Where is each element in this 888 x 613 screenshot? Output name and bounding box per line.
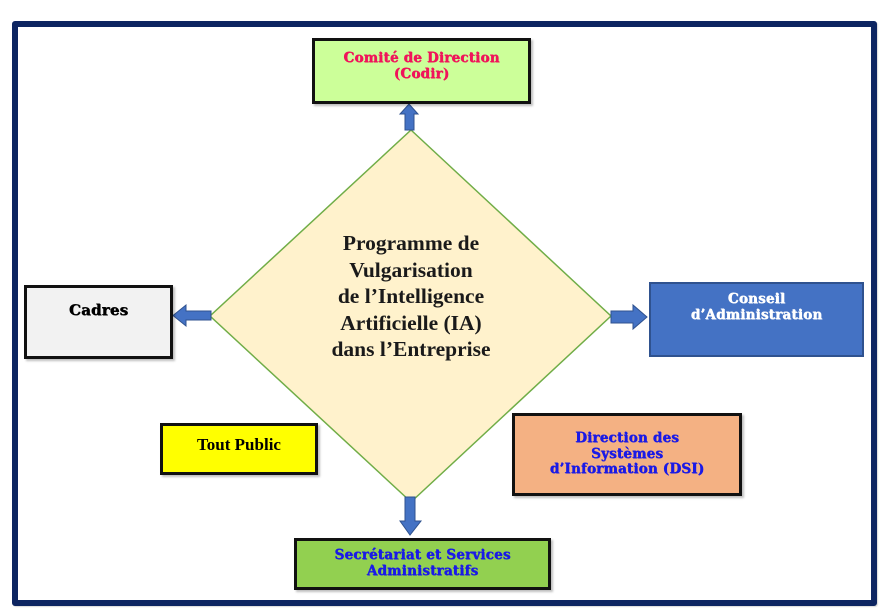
node-label-line: d’Administration [690, 306, 823, 323]
arrow-left-icon [172, 303, 212, 328]
arrow-down-icon [399, 496, 423, 536]
node-label-line: Systèmes [590, 445, 664, 462]
node-label-line: Conseil [727, 291, 786, 307]
center-title-line: dans l’Entreprise [331, 337, 491, 361]
node-label-line: Administratifs [366, 563, 479, 579]
center-title-line: Artificielle (IA) [340, 310, 482, 335]
arrow-up-icon [398, 103, 420, 131]
node-cadres: Cadres [24, 285, 173, 359]
center-title-line: Programme de [342, 231, 480, 255]
node-label-line: Tout Public [197, 435, 281, 455]
node-label-line: Comité de Direction [343, 50, 500, 67]
node-label-line: Cadres [68, 301, 129, 319]
node-conseil-administration: Conseil d’Administration [649, 282, 864, 357]
node-label-line: (Codir) [393, 66, 450, 82]
node-secretariat: Secrétariat et Services Administratifs [294, 538, 551, 590]
center-title: Programme de Vulgarisation de l’Intellig… [300, 230, 522, 363]
node-label-line: Secrétariat et Services [334, 547, 511, 564]
center-title-line: Vulgarisation [349, 257, 473, 282]
node-label-line: Direction des [575, 430, 679, 447]
node-tout-public: Tout Public [160, 423, 318, 475]
arrow-right-icon [610, 303, 648, 331]
center-title-line: de l’Intelligence [337, 284, 485, 308]
node-dsi: Direction des Systèmes d’Information (DS… [512, 413, 742, 496]
node-codir: Comité de Direction (Codir) [312, 38, 531, 104]
node-label-line: d’Information (DSI) [549, 461, 705, 478]
